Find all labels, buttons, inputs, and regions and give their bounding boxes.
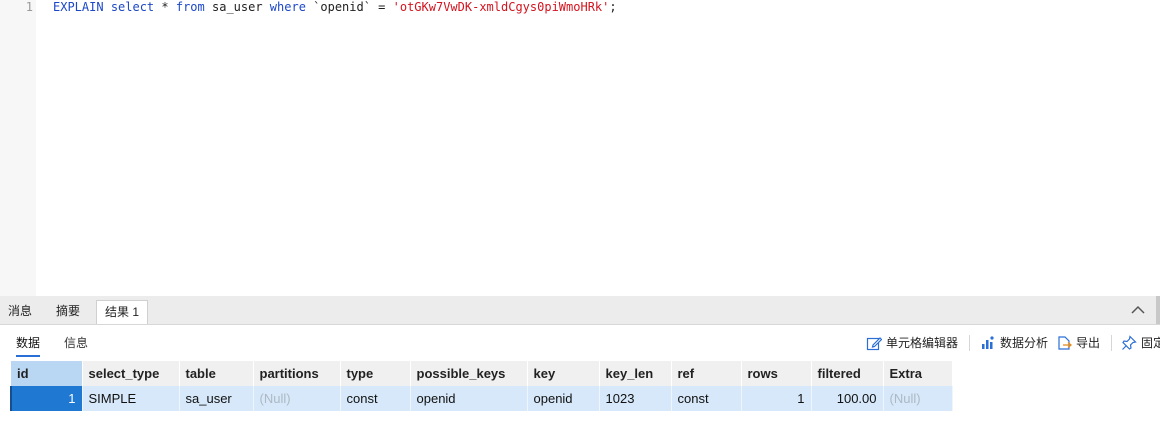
sql-text: ;	[609, 0, 617, 14]
tab-summary[interactable]: 摘要	[56, 304, 81, 318]
result-grid[interactable]: id select_type table partitions type pos…	[10, 361, 953, 411]
export-icon	[1058, 336, 1072, 350]
subtab-info[interactable]: 信息	[64, 336, 89, 350]
grid-cell-partitions[interactable]: (Null)	[253, 386, 341, 411]
collapse-panel-button[interactable]	[1128, 300, 1148, 320]
column-header-key[interactable]: key	[527, 361, 600, 386]
line-gutter: 1	[0, 0, 36, 296]
scrollbar[interactable]	[1156, 296, 1160, 324]
toolbar-divider	[1111, 335, 1112, 351]
subtab-data[interactable]: 数据	[16, 334, 41, 357]
chevron-up-icon	[1131, 305, 1145, 314]
grid-cell-type[interactable]: const	[340, 386, 411, 411]
sql-text: *	[154, 0, 176, 14]
grid-cell-select-type[interactable]: SIMPLE	[82, 386, 180, 411]
tab-result-1[interactable]: 结果 1	[96, 300, 148, 324]
column-header-table[interactable]: table	[179, 361, 254, 386]
edit-icon	[866, 337, 882, 351]
grid-cell-table[interactable]: sa_user	[179, 386, 254, 411]
data-analysis-label: 数据分析	[1000, 336, 1049, 350]
grid-cell-key[interactable]: openid	[527, 386, 600, 411]
line-number: 1	[25, 0, 33, 14]
tab-messages[interactable]: 消息	[8, 304, 33, 318]
grid-cell-extra[interactable]: (Null)	[883, 386, 953, 411]
sql-code-line[interactable]: EXPLAIN select * from sa_user where `ope…	[53, 0, 617, 14]
column-header-id[interactable]: id	[11, 361, 83, 386]
cell-editor-button[interactable]: 单元格编辑器	[866, 333, 958, 353]
sql-string-literal: 'otGKw7VwDK-xmldCgys0piWmoHRk'	[392, 0, 610, 14]
result-toolbar: 数据 信息 单元格编辑器 数据分析 导出 固定	[0, 325, 1160, 359]
export-button[interactable]: 导出	[1056, 333, 1100, 353]
column-header-rows[interactable]: rows	[741, 361, 812, 386]
grid-cell-filtered[interactable]: 100.00	[811, 386, 884, 411]
pin-label: 固定	[1141, 336, 1160, 350]
export-label: 导出	[1076, 336, 1101, 350]
sql-text: sa_user	[204, 0, 270, 14]
column-header-select-type[interactable]: select_type	[82, 361, 180, 386]
column-header-possible-keys[interactable]: possible_keys	[410, 361, 528, 386]
data-analysis-button[interactable]: 数据分析	[980, 333, 1048, 353]
grid-cell-ref[interactable]: const	[671, 386, 742, 411]
result-tabstrip: 消息 摘要 结果 1	[0, 296, 1160, 325]
sql-keyword-select: select	[110, 0, 155, 14]
bar-chart-icon	[982, 336, 994, 349]
sql-text: `openid` =	[305, 0, 393, 14]
cell-editor-label: 单元格编辑器	[886, 336, 959, 350]
sql-keyword-from: from	[175, 0, 205, 14]
grid-cell-rows[interactable]: 1	[741, 386, 812, 411]
grid-cell-key-len[interactable]: 1023	[599, 386, 672, 411]
grid-header-row: id select_type table partitions type pos…	[11, 361, 953, 386]
column-header-filtered[interactable]: filtered	[811, 361, 884, 386]
column-header-ref[interactable]: ref	[671, 361, 742, 386]
sql-keyword-explain: EXPLAIN	[53, 0, 104, 14]
table-row[interactable]: 1 SIMPLE sa_user (Null) const openid ope…	[10, 386, 953, 411]
column-header-partitions[interactable]: partitions	[253, 361, 341, 386]
grid-cell-possible-keys[interactable]: openid	[410, 386, 528, 411]
toolbar-divider	[969, 335, 970, 351]
column-header-key-len[interactable]: key_len	[599, 361, 672, 386]
grid-cell-id[interactable]: 1	[10, 386, 83, 411]
pin-button[interactable]: 固定	[1121, 333, 1160, 353]
column-header-extra[interactable]: Extra	[883, 361, 953, 386]
column-header-type[interactable]: type	[340, 361, 411, 386]
sql-keyword-where: where	[269, 0, 306, 14]
pin-icon	[1122, 335, 1137, 350]
sql-editor[interactable]: 1 EXPLAIN select * from sa_user where `o…	[0, 0, 1160, 296]
